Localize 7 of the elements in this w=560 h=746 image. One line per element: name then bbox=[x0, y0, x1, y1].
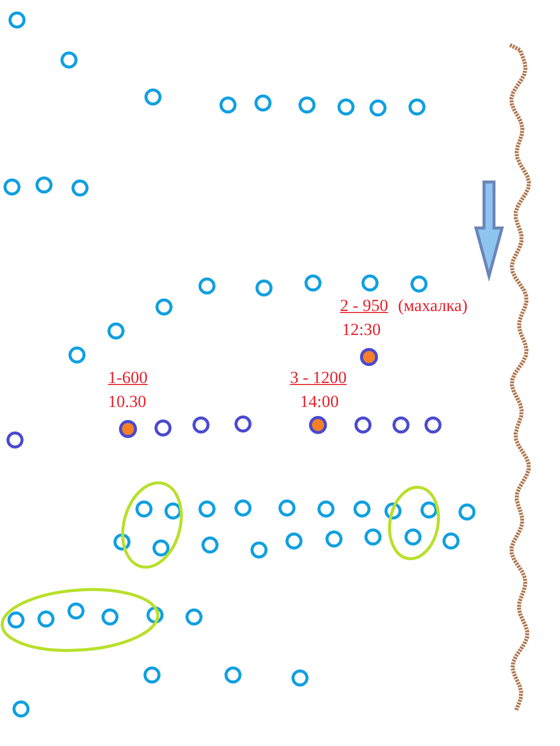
time-label: 14:00 bbox=[300, 392, 339, 412]
catch-note: 1-600 bbox=[108, 368, 148, 388]
note-text: (махалка) bbox=[398, 296, 468, 316]
time-label: 10.30 bbox=[108, 392, 146, 412]
catch-note: 3 - 1200 bbox=[290, 368, 347, 388]
time-label: 12:30 bbox=[342, 320, 381, 340]
catch-note: 2 - 950 bbox=[340, 296, 388, 316]
